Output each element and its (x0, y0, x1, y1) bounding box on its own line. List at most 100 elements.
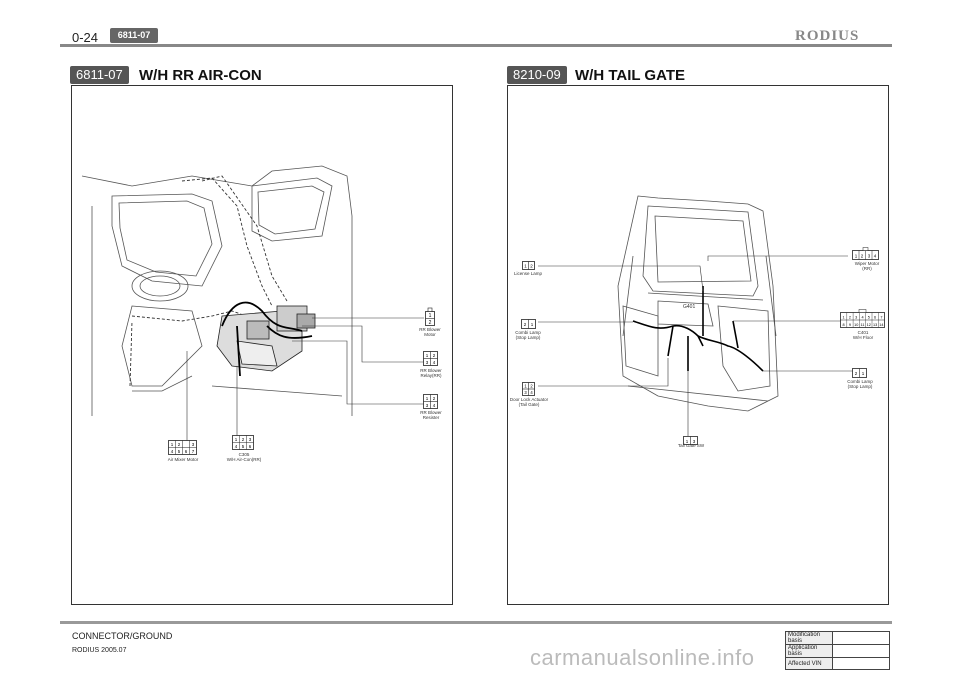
combi-lamp-left-label: Combi Lamp (Stop Lamp) (515, 330, 541, 341)
page-number: 0-24 (72, 30, 99, 45)
svg-text:1: 1 (855, 254, 858, 259)
door-lock-actuator-pins: 1 2 3 4 (522, 382, 535, 396)
door-lock-actuator-label: Door Lock Actuator (Tail Gate) (509, 397, 549, 408)
wiper-motor-label: Wiper Motor (RR) (854, 261, 880, 272)
c305-label: C305 W/H Air-Con(RR) (226, 452, 262, 463)
tail-gate-sw-pins: 1 3 (683, 436, 698, 445)
svg-text:3: 3 (855, 316, 857, 320)
svg-text:3: 3 (249, 437, 252, 442)
svg-text:11: 11 (861, 323, 865, 327)
svg-text:1: 1 (686, 439, 689, 444)
svg-text:7: 7 (192, 449, 195, 454)
svg-text:2: 2 (178, 442, 181, 447)
air-mixer-motor-pins: 1 2 3 4 5 6 7 (168, 440, 197, 455)
footer-divider (60, 621, 892, 624)
watermark: carmanualsonline.info (530, 645, 755, 670)
table-row: Application basis (785, 644, 890, 658)
rr-blower-resister-connector: 1 2 3 4 (423, 392, 439, 415)
pin-1: 1 (429, 313, 432, 319)
svg-text:3: 3 (524, 390, 527, 395)
svg-text:1: 1 (524, 384, 527, 389)
license-lamp-label: License Lamp (513, 271, 543, 276)
svg-text:3: 3 (693, 439, 696, 444)
svg-text:5: 5 (242, 444, 245, 449)
right-section-title: W/H TAIL GATE (575, 67, 685, 84)
svg-text:2: 2 (524, 322, 527, 327)
tail-gate-diagram: G401 (538, 195, 853, 436)
section-code-badge: 6811-07 (110, 28, 158, 43)
svg-text:2: 2 (855, 371, 858, 376)
svg-text:1: 1 (426, 353, 429, 358)
svg-text:12: 12 (867, 323, 871, 327)
svg-text:2: 2 (242, 437, 245, 442)
svg-text:1: 1 (171, 442, 174, 447)
svg-text:1: 1 (531, 322, 534, 327)
door-lock-actuator-connector: 1 2 3 4 (522, 381, 536, 402)
svg-text:3: 3 (868, 254, 871, 259)
svg-text:5: 5 (868, 316, 870, 320)
svg-text:2: 2 (530, 264, 533, 269)
rr-blower-motor-pins: 1 2 (425, 307, 435, 326)
brand-logo: RODIUS (795, 28, 860, 44)
svg-text:3: 3 (426, 360, 429, 365)
svg-text:4: 4 (433, 403, 436, 408)
rr-blower-relay-connector: 1 2 3 4 (423, 349, 439, 372)
svg-text:2: 2 (433, 396, 436, 401)
right-section-code: 8210-09 (507, 66, 567, 84)
c401-label: C401 W/H Floor (852, 330, 874, 341)
combi-lamp-right-connector: 2 1 (852, 366, 868, 384)
svg-text:4: 4 (530, 390, 533, 395)
svg-text:13: 13 (873, 323, 877, 327)
rr-aircon-diagram-panel (71, 85, 453, 605)
footer-model: RODIUS 2005.07 (72, 647, 127, 654)
rr-blower-motor-label: RR Blower Motor (419, 327, 441, 338)
svg-text:3: 3 (192, 442, 195, 447)
table-key: Affected VIN (785, 657, 833, 670)
left-section-code: 6811-07 (70, 66, 129, 84)
svg-text:8: 8 (843, 323, 845, 327)
svg-text:1: 1 (843, 316, 845, 320)
g401-label: G401 (683, 304, 695, 310)
rr-blower-relay-pins: 1 2 3 4 (423, 351, 438, 366)
svg-text:4: 4 (861, 316, 863, 320)
table-value (832, 644, 890, 658)
svg-text:2: 2 (861, 254, 864, 259)
air-mixer-motor-connector: 1 2 3 4 5 6 7 (168, 438, 198, 461)
svg-text:4: 4 (171, 449, 174, 454)
svg-text:1: 1 (862, 371, 865, 376)
table-row: Affected VIN (785, 657, 890, 670)
table-row: Modification basis (785, 631, 890, 645)
svg-text:4: 4 (874, 254, 877, 259)
svg-text:5: 5 (178, 449, 181, 454)
svg-text:4: 4 (433, 360, 436, 365)
tail-gate-sw-connector: 1 3 (683, 433, 699, 451)
rr-aircon-diagram (81, 165, 424, 441)
svg-text:6: 6 (249, 444, 252, 449)
footer-category: CONNECTOR/GROUND (72, 631, 173, 641)
svg-text:1: 1 (524, 264, 527, 269)
wiper-motor-connector: 1 2 3 4 (852, 247, 880, 266)
table-value (832, 631, 890, 645)
c305-connector: 1 2 3 4 5 6 (232, 433, 256, 456)
combi-lamp-left-connector: 2 1 (521, 317, 537, 335)
rr-blower-motor-connector: 1 2 (425, 307, 437, 332)
table-key: Modification basis (785, 631, 833, 645)
rr-blower-resister-label: RR Blower Resister (420, 410, 442, 421)
svg-text:3: 3 (426, 403, 429, 408)
svg-text:1: 1 (426, 396, 429, 401)
svg-text:6: 6 (185, 449, 188, 454)
svg-text:6: 6 (874, 316, 876, 320)
table-key: Application basis (785, 644, 833, 658)
combi-lamp-left-pins: 2 1 (521, 319, 536, 329)
tail-gate-sw-label: Tail Gate SW (677, 443, 705, 448)
svg-text:2: 2 (849, 316, 851, 320)
svg-text:14: 14 (879, 323, 883, 327)
license-lamp-connector: 1 2 (522, 259, 536, 277)
svg-text:2: 2 (433, 353, 436, 358)
wiper-motor-pins: 1 2 3 4 (852, 247, 879, 260)
svg-text:1: 1 (235, 437, 238, 442)
svg-text:7: 7 (880, 316, 882, 320)
rr-blower-relay-label: RR Blower Relay(RR) (420, 368, 442, 379)
